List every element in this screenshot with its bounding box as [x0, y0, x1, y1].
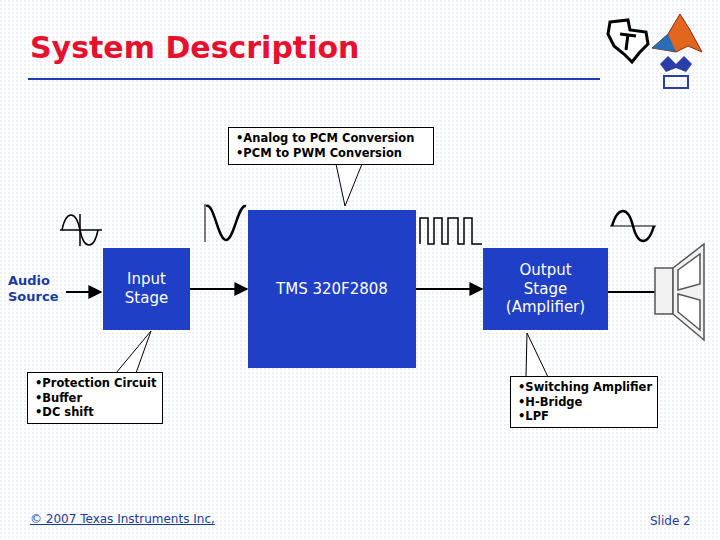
callout-item: •Analog to PCM Conversion	[236, 131, 426, 146]
callout-tail	[336, 164, 362, 206]
sine-wave-icon	[60, 214, 102, 246]
sine-wave-icon	[205, 204, 246, 242]
input-arrow	[66, 291, 101, 293]
callout-item: •H-Bridge	[518, 395, 650, 410]
callout-item: •LPF	[518, 409, 650, 424]
speaker-symbol	[655, 244, 704, 340]
copyright-note: © 2007 Texas Instruments Inc,	[30, 512, 215, 526]
box-label: TMS 320F2808	[276, 280, 388, 299]
slide-number: Slide 2	[650, 514, 691, 528]
matlab-logo	[652, 14, 702, 52]
callout-box: •Protection Circuit•Buffer•DC shift	[27, 372, 163, 424]
box-label: Input Stage	[111, 270, 183, 308]
signal-arrow	[190, 288, 247, 290]
callout-item: •Protection Circuit	[35, 376, 155, 391]
title-rule	[28, 78, 600, 80]
pwm-wave-icon	[420, 218, 482, 244]
university-emblem	[660, 56, 692, 88]
callout-tail	[116, 331, 151, 373]
sine-wave-icon	[610, 211, 656, 241]
process-box: Output Stage (Amplifier)	[483, 248, 608, 330]
processor-box: TMS 320F2808	[248, 210, 416, 368]
box-label: Output Stage (Amplifier)	[500, 261, 592, 317]
callout-item: •DC shift	[35, 405, 155, 420]
callout-tail	[526, 333, 548, 377]
callout-item: •Switching Amplifier	[518, 380, 650, 395]
callout-box: •Switching Amplifier•H-Bridge•LPF	[510, 376, 658, 428]
speaker-wire	[608, 291, 655, 293]
source-label: Audio Source	[8, 273, 66, 306]
callout-box: •Analog to PCM Conversion•PCM to PWM Con…	[228, 127, 434, 165]
callout-item: •Buffer	[35, 391, 155, 406]
signal-arrow	[416, 288, 482, 290]
slide-title: System Description	[30, 30, 359, 65]
process-box: Input Stage	[103, 248, 190, 330]
callout-item: •PCM to PWM Conversion	[236, 146, 426, 161]
ti-logo	[608, 20, 648, 62]
